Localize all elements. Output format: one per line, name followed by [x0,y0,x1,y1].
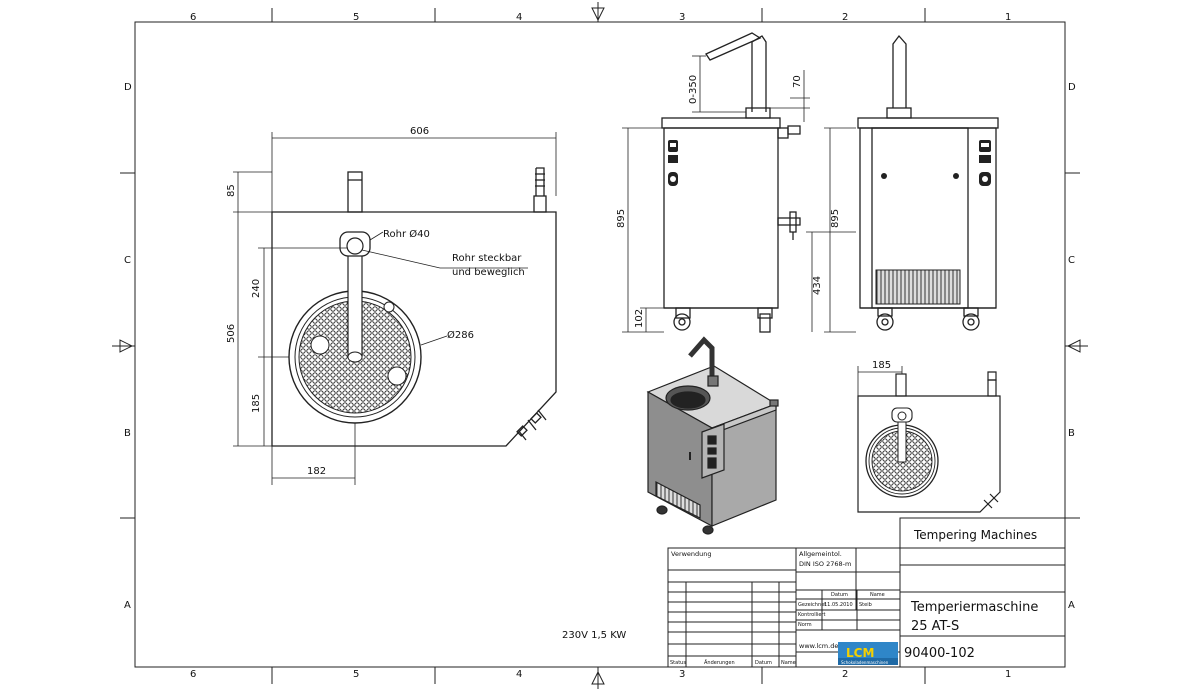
drawing-number: 90400-102 [904,646,975,661]
norm-label: Norm [798,622,812,628]
col-label-bottom: 6 [190,669,196,680]
grid-labels: 6 5 4 3 2 1 6 5 4 3 2 1 D C B A D C B A [124,12,1076,680]
col-label-bottom: 5 [353,669,359,680]
dim-0-350: 0-350 [688,75,699,104]
dim-70: 70 [792,75,803,88]
col-label-top: 2 [842,12,848,23]
title-block: Tempering Machines Verwendung Allgemeint… [562,517,1066,668]
col-label-bottom: 2 [842,669,848,680]
row-label-right: C [1068,255,1075,266]
lcm-logo: LCM Schokoladenmaschinen [838,642,898,665]
dim-85: 85 [226,184,237,197]
date-header: Datum [831,592,848,598]
callout-pipe-note-2: und beweglich [452,267,525,278]
dim-185-small: 185 [872,360,891,371]
drawn-name: Steib [859,602,872,608]
col-label-bottom: 4 [516,669,522,680]
dim-434: 434 [812,276,823,295]
dim-895-front: 895 [616,209,627,228]
dim-185: 185 [251,394,262,413]
col-label-bottom: 1 [1005,669,1011,680]
row-label-left: D [124,82,132,93]
row-label-right: D [1068,82,1076,93]
usage-label: Verwendung [671,550,712,558]
plan-view: 606 85 506 240 185 182 Rohr Ø40 Rohr ste… [226,126,557,485]
row-label-right: B [1068,428,1075,439]
date-label: Datum [755,660,772,666]
callout-pipe: Rohr Ø40 [383,228,430,240]
tolerance-label: Allgemeintol. [799,550,842,558]
side-view: 895 434 [806,34,999,333]
svg-text:LCM: LCM [846,646,874,660]
svg-text:Schokoladenmaschinen: Schokoladenmaschinen [841,660,889,665]
callout-pipe-note-1: Rohr steckbar [452,253,522,264]
tolerance-value: DIN ISO 2768-m [799,560,851,568]
centering-marks [112,2,1088,689]
row-label-left: C [124,255,131,266]
col-label-top: 5 [353,12,359,23]
row-label-right: A [1068,600,1075,611]
col-label-bottom: 3 [679,669,685,680]
front-view: 0-350 70 895 102 [616,32,810,333]
name-header: Name [870,592,885,598]
dim-182: 182 [307,466,326,477]
project-label: Tempering Machines [913,528,1037,542]
drawn-date: 11.05.2010 [824,602,853,608]
title-line-1: Temperiermaschine [910,600,1038,615]
dim-506: 506 [226,324,237,343]
status-label: Status [670,660,686,666]
col-label-top: 6 [190,12,196,23]
col-label-top: 3 [679,12,685,23]
col-label-top: 4 [516,12,522,23]
website: www.lcm.de [799,642,838,650]
dim-606: 606 [410,126,429,137]
small-plan-view: 185 [857,360,1001,513]
changes-label: Änderungen [704,659,735,666]
isometric-view [646,336,779,535]
dim-102: 102 [634,309,645,328]
callout-bowl: Ø286 [447,329,474,341]
power-spec: 230V 1,5 KW [562,630,626,641]
drawn-label: Gezeichnet [798,602,826,608]
name-label: Name [781,660,796,666]
col-label-top: 1 [1005,12,1011,23]
dim-895-side: 895 [830,209,841,228]
row-label-left: B [124,428,131,439]
dim-240: 240 [251,279,262,298]
checked-label: Kontrolliert [798,612,826,618]
row-label-left: A [124,600,131,611]
title-line-2: 25 AT-S [911,619,959,634]
